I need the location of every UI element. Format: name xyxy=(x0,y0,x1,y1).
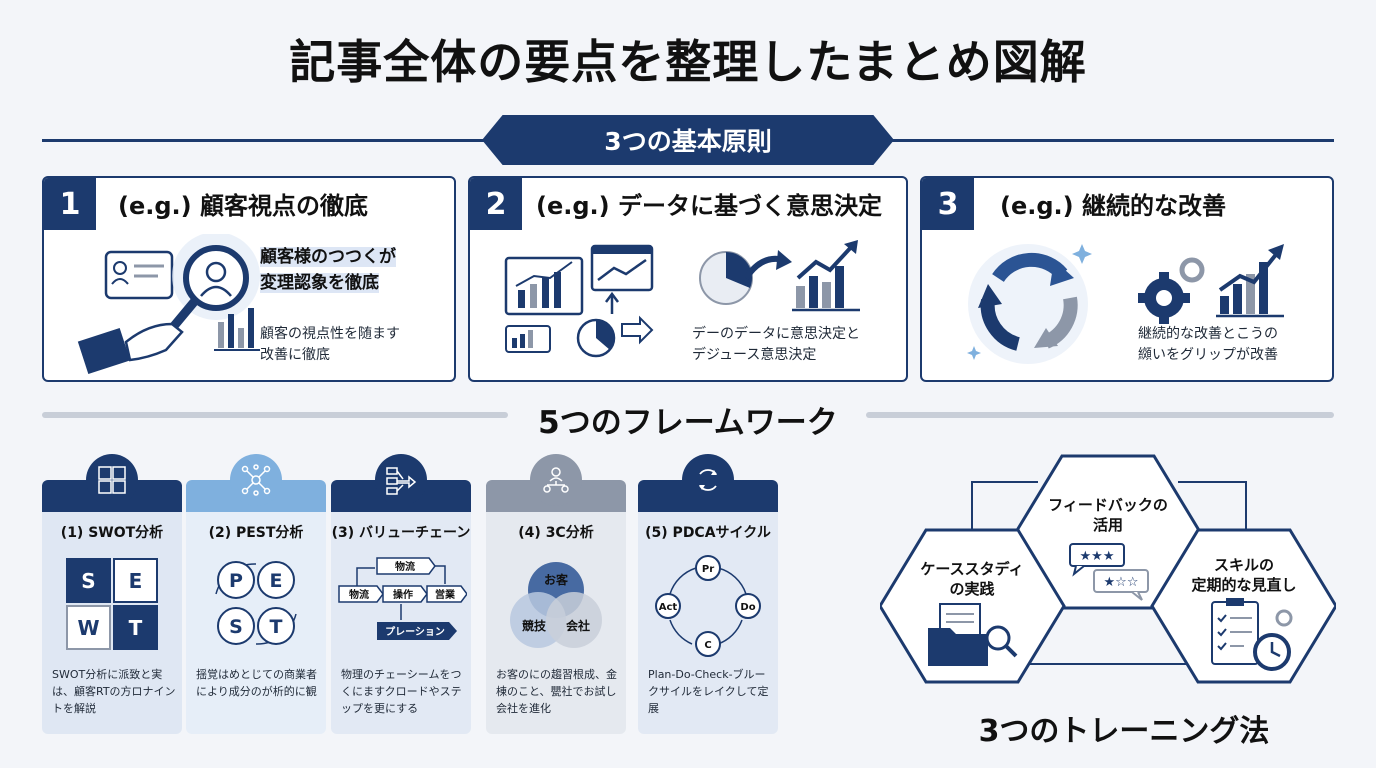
cycle-arrows-icon xyxy=(682,454,734,506)
hex-skill-line2: 定期的な見直し xyxy=(1191,576,1296,594)
principles-heading: 3つの基本原則 xyxy=(604,127,772,156)
swot-tile-t: T xyxy=(128,615,143,640)
pdca-act: Act xyxy=(659,602,678,613)
pdca-do: Do xyxy=(740,602,755,613)
principle-lead-1a: 顧客様のつつくが xyxy=(260,247,396,267)
principle-lead-1b: 変理認象を徹底 xyxy=(260,273,379,293)
principle-title-1: (e.g.) 顧客視点の徹底 xyxy=(118,192,368,220)
framework-desc-swot: SWOT分析に派致と実は、顧客RTの方ロナイントを解説 xyxy=(52,668,176,715)
data-dashboard-icon xyxy=(504,240,860,358)
principles-rule-right xyxy=(874,139,1334,142)
pdca-check: C xyxy=(704,640,711,651)
principle-desc-1a: 顧客の視点性を随ます xyxy=(260,326,400,342)
principle-number-1: 1 xyxy=(44,178,96,230)
chain-step-1: 物流 xyxy=(349,588,369,601)
svg-text:★☆☆: ★☆☆ xyxy=(1104,575,1139,590)
framework-desc-pdca: Plan-Do-Check-ブルークサイルをレイクして定展 xyxy=(648,668,769,715)
framework-title-pest: (2) PEST分析 xyxy=(208,525,304,541)
swot-grid-icon xyxy=(86,454,138,506)
principle-desc-2a: デーのデータに意思決定と xyxy=(692,326,860,342)
frameworks-rule-right xyxy=(866,412,1334,418)
swot-matrix: S E W T xyxy=(66,558,158,650)
pest-diagram: P E S T xyxy=(215,561,297,645)
improvement-cycle-icon xyxy=(967,244,1284,364)
three-c-company: 会社 xyxy=(566,618,590,633)
framework-desc-value-chain: 物理のチェーシームをつくにますクロードやステップを更にする xyxy=(341,668,462,715)
principle-number-3: 3 xyxy=(922,178,974,230)
training-hex-diagram: フィードバックの 活用 ★★★ ★☆☆ ケーススタディ の実践 スキルの 定期的… xyxy=(880,454,1336,684)
pest-letter-s: S xyxy=(229,616,243,638)
principle-card-3: 3 (e.g.) 継続的な改善 継続的な改善とこうの 纐いをグリップが改善 xyxy=(920,176,1334,382)
page-title: 記事全体の要点を整理したまとめ図解 xyxy=(289,35,1087,89)
framework-card-pdca: (5) PDCAサイクル Pr Do C Act Plan-Do-Check-ブ… xyxy=(638,454,778,734)
framework-title-value-chain: (3) バリューチェーン xyxy=(331,525,471,541)
swot-tile-s: S xyxy=(81,568,96,593)
frameworks-rule-left xyxy=(42,412,508,418)
framework-title-swot: (1) SWOT分析 xyxy=(60,525,164,541)
pest-letter-e: E xyxy=(270,570,283,592)
principles-rule-left xyxy=(42,139,502,142)
swot-tile-e: E xyxy=(128,568,143,593)
principle-desc-2b: デジュース意思決定 xyxy=(692,347,817,363)
frameworks-heading: 5つのフレームワーク xyxy=(538,405,838,441)
people-hierarchy-icon xyxy=(530,454,582,506)
framework-desc-3c: お客のにの趨習根成、金棟のこと、甖社でお試し会社を進化 xyxy=(496,668,617,715)
rating-bubbles-icon: ★★★ ★☆☆ xyxy=(1069,543,1149,601)
principle-title-3: (e.g.) 継続的な改善 xyxy=(1000,192,1226,220)
swot-tile-w: W xyxy=(77,615,100,640)
principle-title-2: (e.g.) データに基づく意思決定 xyxy=(536,192,882,220)
hex-case-study-line2: の実践 xyxy=(949,580,994,598)
framework-card-value-chain: (3) バリューチェーン 物流 物流 操作 営業 プレーション 物理のチェーシー… xyxy=(331,454,471,734)
framework-card-3c: (4) 3C分析 お客 競技 会社 お客のにの趨習根成、金棟のこと、甖社でお試し… xyxy=(486,454,626,734)
three-c-customer: お客 xyxy=(544,572,569,587)
framework-card-swot: (1) SWOT分析 S E W T SWOT分析に派致と実は、顧客RTの方ロナ… xyxy=(42,454,182,734)
hex-feedback-line1: フィードバックの xyxy=(1048,496,1168,514)
chain-top: 物流 xyxy=(395,560,415,573)
principle-number-2: 2 xyxy=(470,178,522,230)
principle-desc-3b: 纐いをグリップが改善 xyxy=(1138,347,1278,363)
pdca-cycle-diagram: Pr Do C Act xyxy=(655,555,761,657)
magnifier-customer-icon xyxy=(77,234,260,374)
pest-letter-t: T xyxy=(270,616,283,638)
network-nodes-icon xyxy=(230,454,282,506)
value-chain-diagram: 物流 物流 操作 営業 プレーション xyxy=(338,557,467,640)
pest-letter-p: P xyxy=(229,570,243,592)
checklist-clock-icon xyxy=(1211,598,1293,671)
hex-feedback-line2: 活用 xyxy=(1093,516,1123,534)
flowchart-icon xyxy=(375,454,427,506)
three-c-competitor: 競技 xyxy=(522,618,547,633)
principle-desc-3a: 継続的な改善とこうの xyxy=(1138,326,1278,342)
three-c-venn: お客 競技 会社 xyxy=(510,562,602,648)
framework-desc-pest: 揺覚はめとじての商業者により成分のが析的に観 xyxy=(196,668,317,698)
framework-title-pdca: (5) PDCAサイクル xyxy=(645,525,771,541)
chain-step-3: 営業 xyxy=(435,588,456,601)
training-heading: 3つのトレーニング法 xyxy=(978,714,1270,749)
framework-title-3c: (4) 3C分析 xyxy=(518,525,594,541)
folder-documents-icon xyxy=(928,603,1018,666)
principle-card-2: 2 (e.g.) データに基づく意思決定 デーのデータに意思決定と デジ xyxy=(468,176,908,382)
chain-step-2: 操作 xyxy=(393,588,413,601)
chain-bottom: プレーション xyxy=(385,625,445,638)
principle-desc-1b: 改善に徹底 xyxy=(260,347,330,363)
pdca-plan: Pr xyxy=(702,564,714,575)
hex-skill-line1: スキルの xyxy=(1214,556,1274,574)
framework-card-pest: (2) PEST分析 P E S T 揺覚はめとじての商業者により成分のが析的に… xyxy=(186,454,326,734)
svg-text:★★★: ★★★ xyxy=(1080,549,1115,564)
hex-case-study-line1: ケーススタディ xyxy=(920,560,1023,578)
principles-banner: 3つの基本原則 xyxy=(482,115,894,165)
principle-card-1: 1 (e.g.) 顧客視点の徹底 顧客様のつつくが 変理認象を徹底 顧客の視点性… xyxy=(42,176,456,382)
